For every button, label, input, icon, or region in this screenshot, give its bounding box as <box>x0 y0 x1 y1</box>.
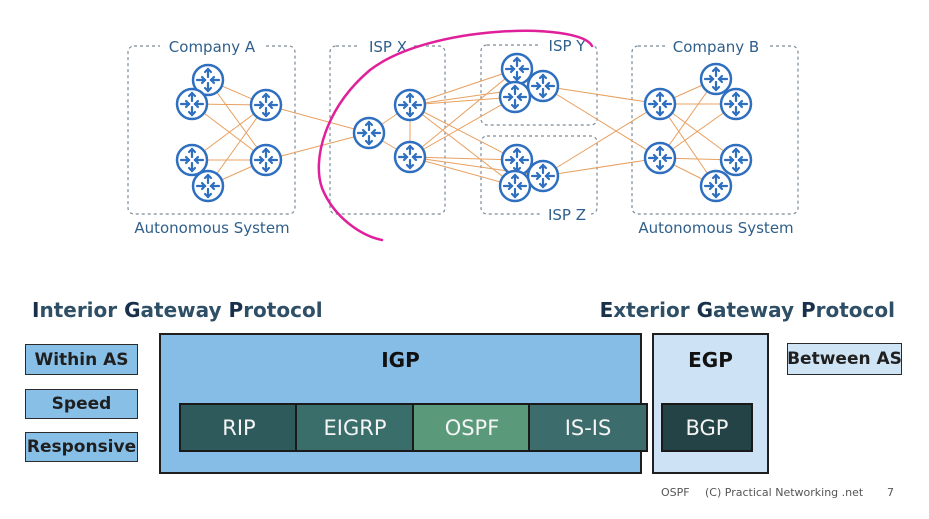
label-isp-y: ISP Y <box>549 37 587 55</box>
protocol-is-is: IS-IS <box>528 403 648 452</box>
label-autonomous-system-right: Autonomous System <box>638 219 793 237</box>
label-company-a: Company A <box>169 38 256 56</box>
footer-copyright: (C) Practical Networking .net <box>705 486 864 499</box>
group-box-company-b <box>631 45 799 215</box>
footer-page-number: 7 <box>887 486 894 499</box>
footer-topic: OSPF <box>661 486 690 499</box>
annotation-arc <box>317 29 594 242</box>
group-box-isp-x <box>329 45 446 215</box>
tag-within-as: Within AS <box>25 344 138 375</box>
group-box-isp-z <box>480 135 598 215</box>
protocol-ospf: OSPF <box>412 403 532 452</box>
igp-title: IGP <box>381 348 420 372</box>
group-box-isp-y <box>480 44 598 126</box>
tag-responsive: Responsive <box>25 432 138 462</box>
label-company-b: Company B <box>673 38 759 56</box>
egp-title: EGP <box>688 348 733 372</box>
protocol-rip: RIP <box>179 403 299 452</box>
tag-between-as: Between AS <box>787 343 902 375</box>
protocol-bgp: BGP <box>661 403 753 452</box>
tag-speed: Speed <box>25 389 138 419</box>
label-autonomous-system-left: Autonomous System <box>134 219 289 237</box>
group-box-company-a <box>127 45 296 215</box>
protocol-eigrp: EIGRP <box>295 403 415 452</box>
label-isp-x: ISP X <box>369 38 407 56</box>
network-diagram: Company A ISP X ISP Y ISP Z Company B Au… <box>127 29 799 242</box>
label-isp-z: ISP Z <box>548 206 586 224</box>
router-icons <box>175 52 753 203</box>
igp-heading: Interior Gateway Protocol <box>32 298 323 322</box>
egp-heading: Exterior Gateway Protocol <box>599 298 895 322</box>
